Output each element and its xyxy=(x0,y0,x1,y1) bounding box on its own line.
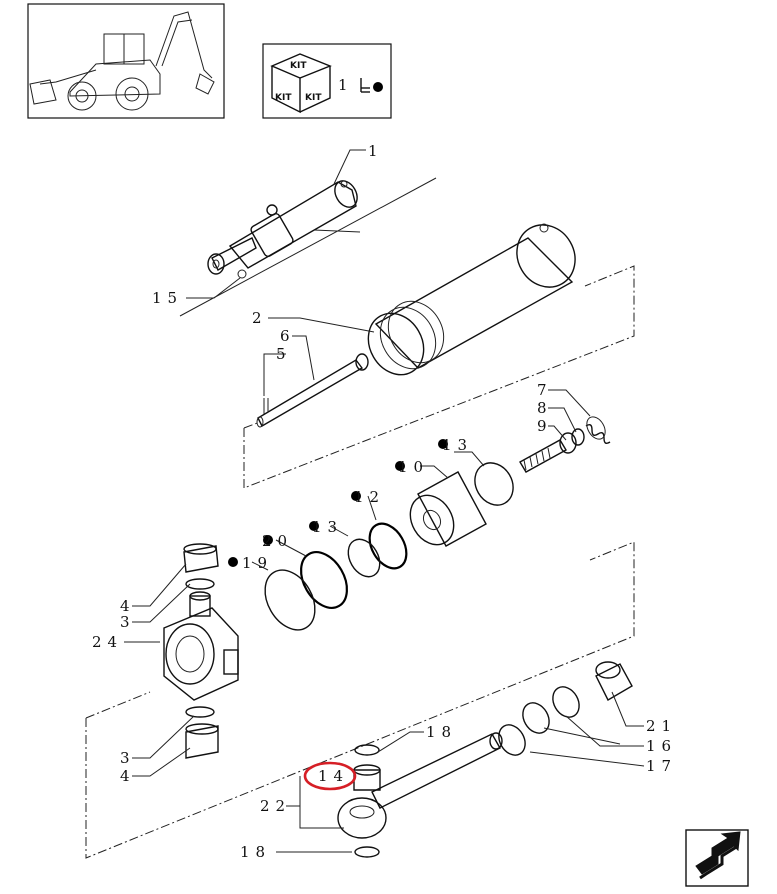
callout-1: 1 xyxy=(368,142,384,160)
callout-18a: 18 xyxy=(426,723,457,741)
rod-end-assembly xyxy=(337,661,633,858)
callout-17: 17 xyxy=(646,757,677,775)
kit-label-right: KIT xyxy=(305,93,322,103)
cylinder-head xyxy=(163,543,239,759)
callout-2: 2 xyxy=(252,309,268,327)
kit-quantity: 1 xyxy=(338,76,354,94)
piston-rod xyxy=(256,353,369,428)
callout-22: 22 xyxy=(260,797,291,815)
callout-18b: 18 xyxy=(240,843,271,861)
callout-13b: 13 xyxy=(312,518,343,536)
callout-19: 19 xyxy=(242,554,273,572)
callout-21: 21 xyxy=(646,717,677,735)
callout-13a: 13 xyxy=(442,436,473,454)
highlight-circle xyxy=(303,761,357,791)
callout-12: 12 xyxy=(354,488,385,506)
next-page-arrow-icon[interactable] xyxy=(685,829,749,887)
cylinder-assembly xyxy=(207,180,358,279)
callout-3a: 3 xyxy=(120,613,136,631)
callout-24: 24 xyxy=(92,633,123,651)
kit-markers xyxy=(228,439,448,567)
kit-label-left: KIT xyxy=(275,93,292,103)
callout-6: 6 xyxy=(280,327,296,345)
kit-label-top: KIT xyxy=(290,61,307,71)
assembly-frames xyxy=(85,177,635,859)
kit-legend: KIT KIT KIT 1 xyxy=(262,43,392,119)
callout-3b: 3 xyxy=(120,749,136,767)
assembly-symbol-icon xyxy=(360,78,370,93)
kit-box-icon: KIT KIT KIT xyxy=(270,53,332,114)
backhoe-loader-icon xyxy=(27,3,225,119)
kit-dot-icon xyxy=(373,82,383,92)
callout-labels: 1 15 2 6 5 7 8 9 13 10 12 20 13 19 4 3 2… xyxy=(92,142,677,861)
seal-rings xyxy=(264,462,514,631)
callout-9a: 9 xyxy=(537,417,553,435)
cylinder-barrel xyxy=(367,223,576,376)
callout-5: 5 xyxy=(276,345,292,363)
callout-10: 10 xyxy=(398,458,429,476)
callout-14: 14 xyxy=(318,767,349,785)
callout-8: 8 xyxy=(537,399,553,417)
callout-16: 16 xyxy=(646,737,677,755)
callout-4a: 4 xyxy=(120,597,136,615)
callout-4b: 4 xyxy=(120,767,136,785)
callout-15: 15 xyxy=(152,289,183,307)
leader-lines xyxy=(124,149,645,853)
callout-7: 7 xyxy=(537,381,553,399)
callout-20: 20 xyxy=(262,532,293,550)
bolt-spring-group xyxy=(519,416,611,473)
